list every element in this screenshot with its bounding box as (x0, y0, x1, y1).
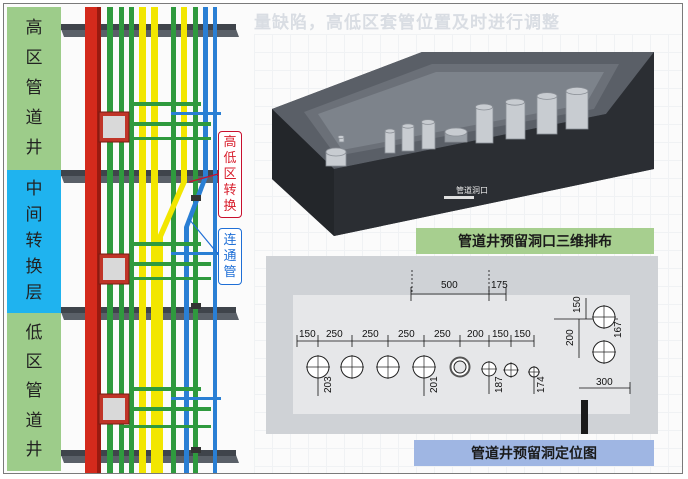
dim-text: 201 (429, 376, 440, 393)
zone-char: 层 (25, 283, 43, 304)
dim-text: 500 (441, 280, 458, 291)
dim-text: 203 (323, 376, 334, 393)
branch-pipes (121, 102, 211, 428)
dim-text: 200 (565, 329, 576, 346)
pipe-sleeves (191, 195, 201, 453)
callout-char: 换 (223, 198, 237, 214)
dim-text: 167 (613, 321, 624, 338)
callout-char: 通 (223, 248, 237, 264)
figure-frame: 量缺陷，高低区套管位置及时进行调整 高 区 管 道 井 中 间 转 换 层 低 … (3, 3, 683, 474)
zone-char: 低 (25, 323, 43, 344)
zone-char: 管 (25, 381, 43, 402)
callout-transfer: 高 低 区 转 换 (218, 131, 242, 218)
zone-char: 换 (25, 257, 43, 278)
zone-char: 井 (25, 439, 43, 460)
dim-text: 300 (596, 377, 613, 388)
dim-text: 150 (492, 329, 509, 340)
zone-char: 中 (25, 178, 43, 199)
dim-text: 200 (467, 329, 484, 340)
dim-text: 150 (514, 329, 531, 340)
dim-text: 187 (494, 376, 505, 393)
pipe-stem (581, 400, 588, 434)
meter-boxes (98, 111, 130, 425)
zone-low: 低 区 管 道 井 (7, 313, 61, 471)
yellow-pipes (139, 7, 187, 473)
dim-text: 150 (572, 296, 583, 313)
zone-char: 区 (25, 47, 43, 68)
zone-transfer: 中 间 转 换 层 (7, 170, 61, 313)
callout-char: 管 (223, 265, 237, 281)
sleeve-cylinders (325, 87, 589, 167)
red-pipe (85, 7, 97, 473)
dim-text: 250 (362, 329, 379, 340)
dim-text: 250 (398, 329, 415, 340)
dim-text: 175 (491, 280, 508, 291)
caption-plan-location: 管道井预留洞定位图 (414, 440, 654, 466)
background-text: 量缺陷，高低区套管位置及时进行调整 (254, 13, 560, 33)
pipe-shaft-3d (61, 7, 239, 473)
callout-char: 区 (223, 166, 237, 182)
callout-char: 高 (223, 135, 237, 151)
callout-char: 连 (223, 232, 237, 248)
callout-connector: 连 通 管 (218, 228, 242, 285)
plan-drawing: 500 175 150 250 250 250 250 200 150 150 … (296, 270, 631, 434)
dim-text: 250 (326, 329, 343, 340)
dim-text: 250 (434, 329, 451, 340)
zone-char: 道 (25, 108, 43, 129)
zone-char: 转 (25, 230, 43, 251)
caption-3d-layout: 管道井预留洞口三维排布 (416, 228, 654, 254)
opening-model-3d: 管道洞口 (272, 52, 654, 236)
callout-char: 转 (223, 182, 237, 198)
plan-pit-area (293, 295, 630, 414)
dimension-lines (296, 270, 631, 396)
floor-slabs (61, 24, 239, 463)
zone-high: 高 区 管 道 井 (7, 7, 61, 170)
zone-char: 高 (25, 17, 43, 38)
dim-text: 174 (536, 376, 547, 393)
zone-char: 区 (25, 352, 43, 373)
zone-char: 管 (25, 77, 43, 98)
zone-char: 道 (25, 410, 43, 431)
zone-char: 井 (25, 138, 43, 159)
dim-text: 150 (299, 329, 316, 340)
callout-char: 低 (223, 151, 237, 167)
model-label: 管道洞口 (456, 185, 488, 195)
zone-char: 间 (25, 204, 43, 225)
